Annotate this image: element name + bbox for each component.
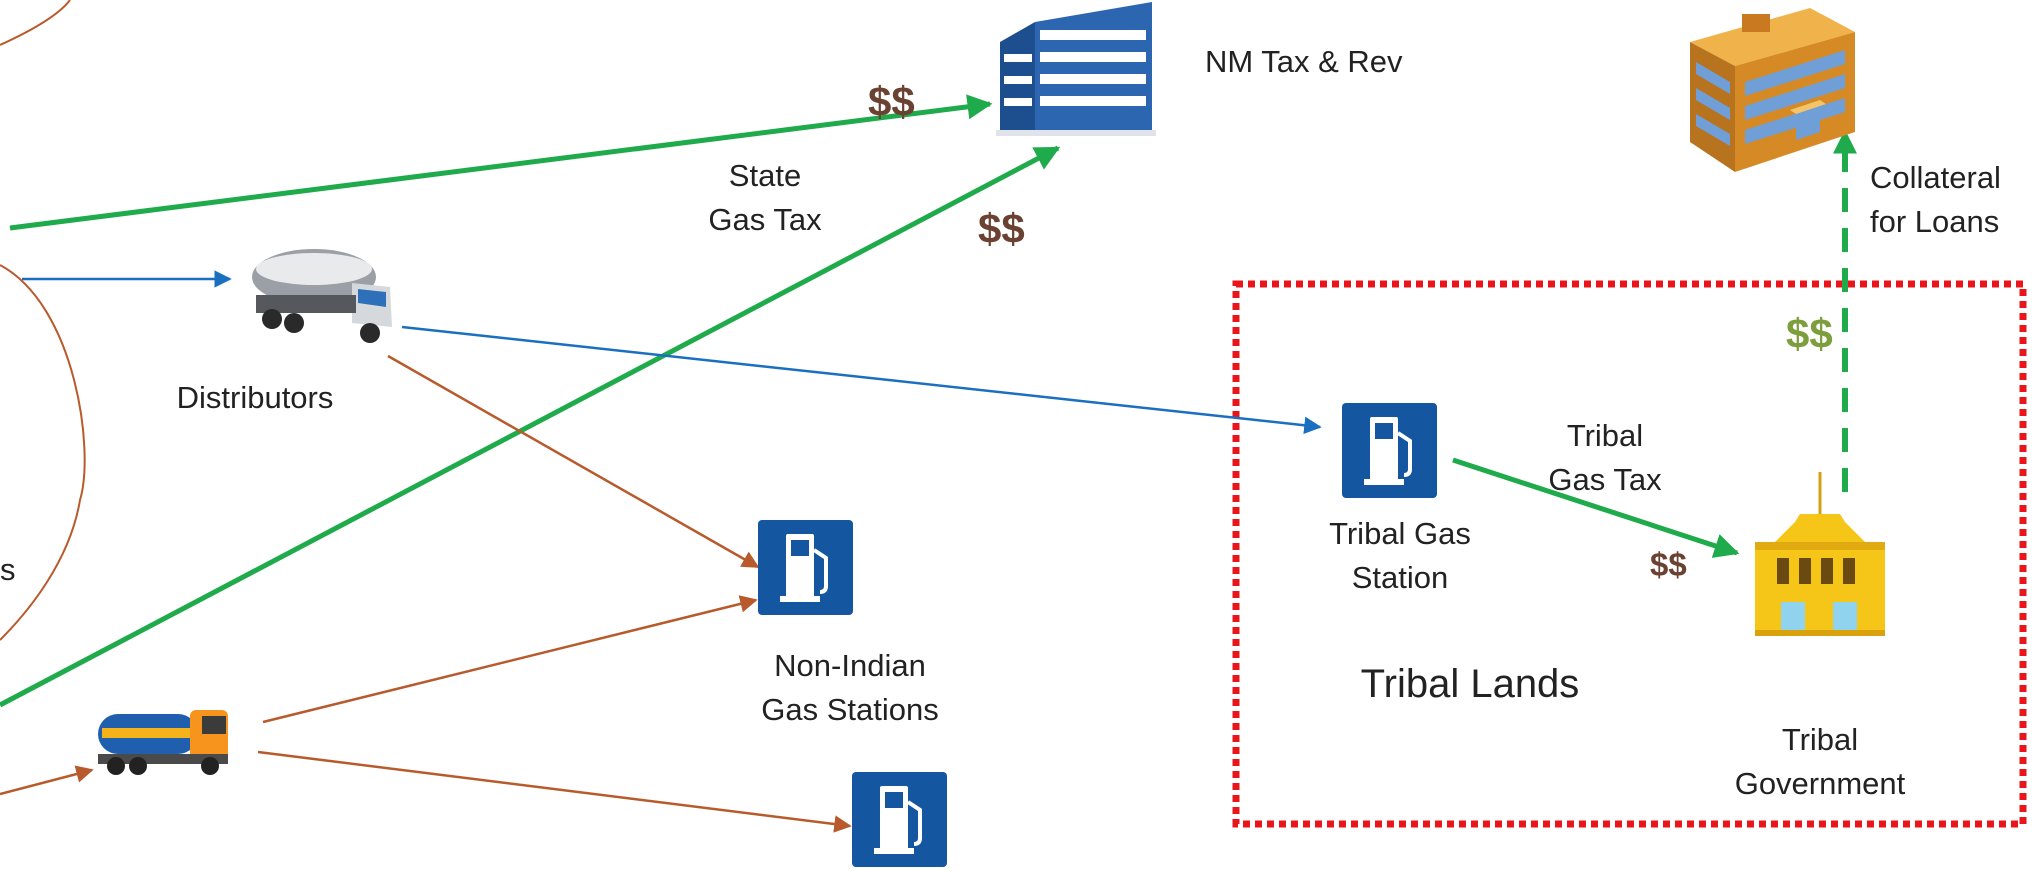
tribal-gas-tax-arrow — [1452, 457, 1740, 558]
tanker-truck-icon — [252, 249, 392, 343]
partial-circle-top — [0, 0, 71, 46]
money-nm-tax: $$ — [978, 205, 1025, 252]
bank-building-icon — [1690, 8, 1855, 172]
money-tribal-tax: $$ — [1650, 546, 1687, 583]
tribal-lands-boundary — [1232, 280, 2027, 828]
nm-tax-diagonal-arrow — [0, 145, 1061, 708]
government-building-icon — [1755, 472, 1885, 636]
money-loan-flow: $$ — [1786, 310, 1833, 357]
distributor-to-nonindian-arrow — [387, 354, 760, 569]
distributors-label: Distributors — [176, 380, 334, 415]
money-state-tax: $$ — [868, 78, 915, 125]
state-gas-tax-label: State Gas Tax — [708, 158, 822, 237]
office-building-icon — [996, 2, 1156, 136]
tribal-gas-tax-label: Tribal Gas Tax — [1548, 418, 1662, 497]
gas-pump-icon — [852, 772, 947, 867]
nm-tax-rev-label: NM Tax & Rev — [1205, 44, 1403, 79]
distributor-to-tribal-arrow — [401, 325, 1322, 434]
tribal-gas-station-label: Tribal Gas Station — [1329, 516, 1471, 595]
tribal-government-label: Tribal Government — [1734, 722, 1906, 801]
left-to-truck-arrow — [0, 765, 94, 796]
fuel-truck-icon — [98, 710, 228, 775]
tribal-lands-label: Tribal Lands — [1360, 662, 1580, 706]
partial-left-label: s — [0, 552, 16, 587]
partial-circle-left — [0, 264, 86, 641]
state-gas-tax-arrow — [9, 94, 993, 231]
gas-pump-icon — [1342, 403, 1437, 498]
truck-to-station3-arrow — [257, 750, 852, 833]
non-indian-gas-stations-label: Non-Indian Gas Stations — [761, 648, 939, 727]
gas-pump-icon — [758, 520, 853, 615]
collateral-for-loans-label: Collateral for Loans — [1870, 160, 2001, 239]
truck-to-nonindian-arrow — [262, 595, 758, 724]
